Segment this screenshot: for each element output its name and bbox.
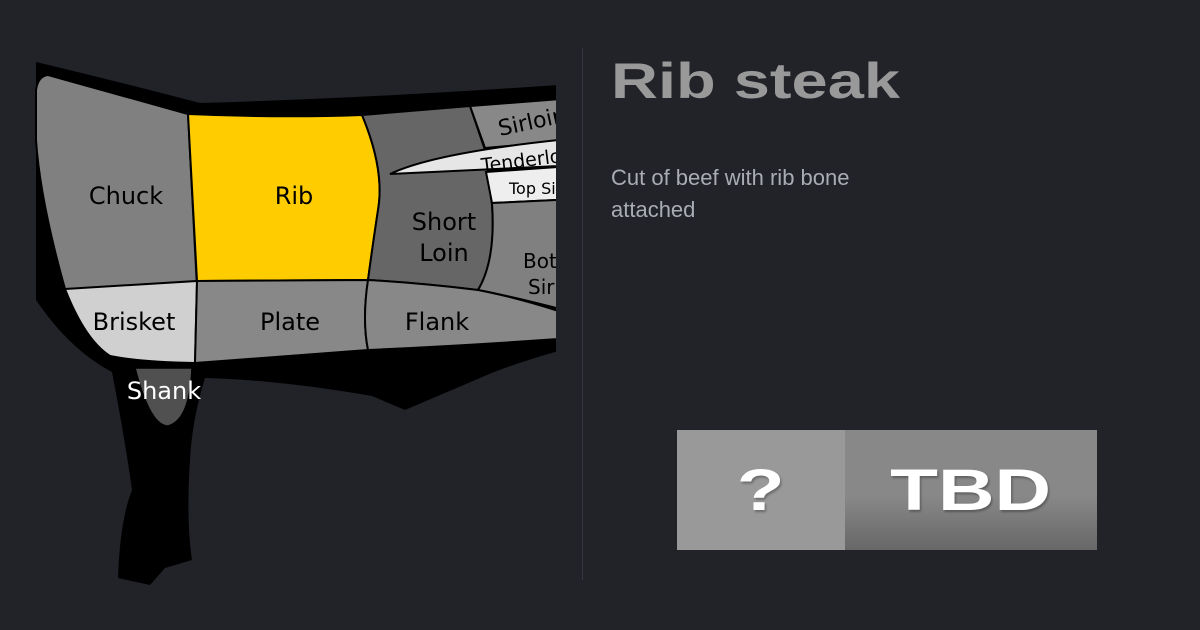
cut-shank — [134, 367, 193, 427]
rating-value-text: TBD — [890, 457, 1052, 523]
rating-badge: ? TBD — [677, 430, 1097, 550]
divider — [582, 48, 583, 580]
label-flank: Flank — [405, 308, 469, 336]
label-short-loin-2: Loin — [419, 239, 469, 267]
beef-cuts-diagram: Chuck Rib Short Loin Sirloin Tenderloin … — [35, 62, 600, 585]
description: Cut of beef with rib bone attached — [611, 165, 850, 222]
label-bottom-sirloin-1: Bottom — [523, 249, 596, 273]
page-title: Rib steak — [611, 53, 901, 109]
label-rib: Rib — [275, 182, 314, 210]
cut-brisket[interactable] — [63, 279, 199, 365]
question-icon: ? — [677, 430, 845, 550]
label-short-loin-1: Short — [412, 208, 476, 236]
cut-chuck[interactable] — [35, 73, 199, 291]
rating-icon-glyph: ? — [737, 457, 785, 523]
cut-sirloin[interactable] — [468, 96, 600, 150]
cut-flank[interactable] — [364, 278, 600, 352]
label-top-sirloin: Top Sirloin — [508, 179, 591, 198]
cut-tenderloin[interactable] — [389, 136, 600, 175]
rating-value: TBD — [845, 430, 1097, 550]
label-plate: Plate — [260, 308, 320, 336]
cut-top-sirloin[interactable] — [484, 164, 600, 205]
label-chuck: Chuck — [89, 182, 163, 210]
label-shank: Shank — [127, 377, 201, 405]
label-bottom-sirloin-2: Sirloin — [528, 275, 591, 299]
label-brisket: Brisket — [93, 308, 176, 336]
